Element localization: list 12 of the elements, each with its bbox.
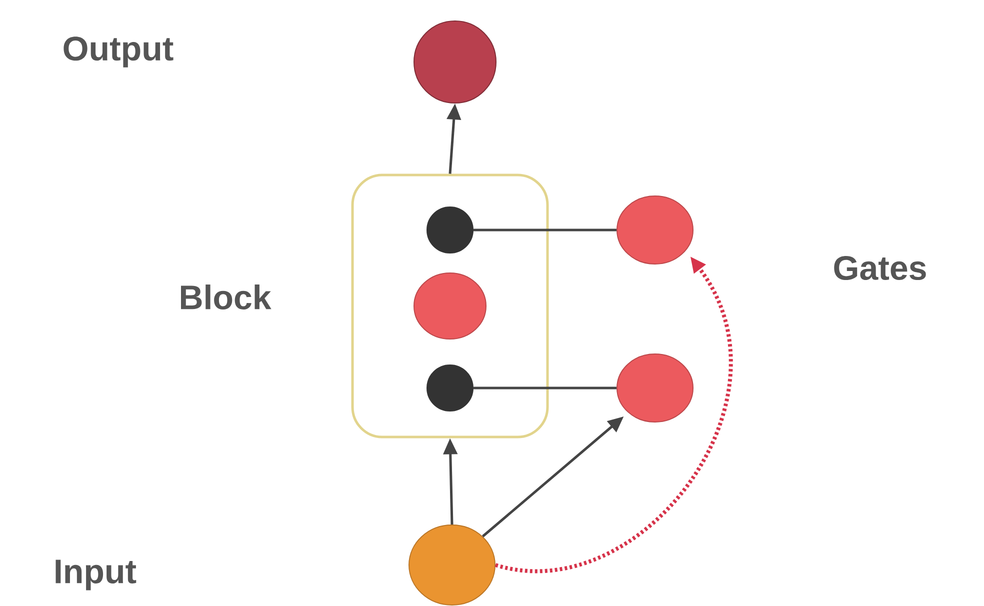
label: Input: [56, 560, 136, 590]
gate-circle: [616, 196, 694, 264]
gate-circle: [616, 354, 694, 422]
input-circle: [408, 524, 496, 606]
block-box: [351, 174, 549, 438]
gate-circle: [414, 272, 486, 340]
label: Gates: [834, 256, 926, 280]
dot: [426, 206, 474, 254]
label: Block: [180, 284, 272, 310]
output-circle: [414, 20, 496, 104]
label: Output: [64, 36, 174, 68]
dot: [426, 364, 474, 412]
